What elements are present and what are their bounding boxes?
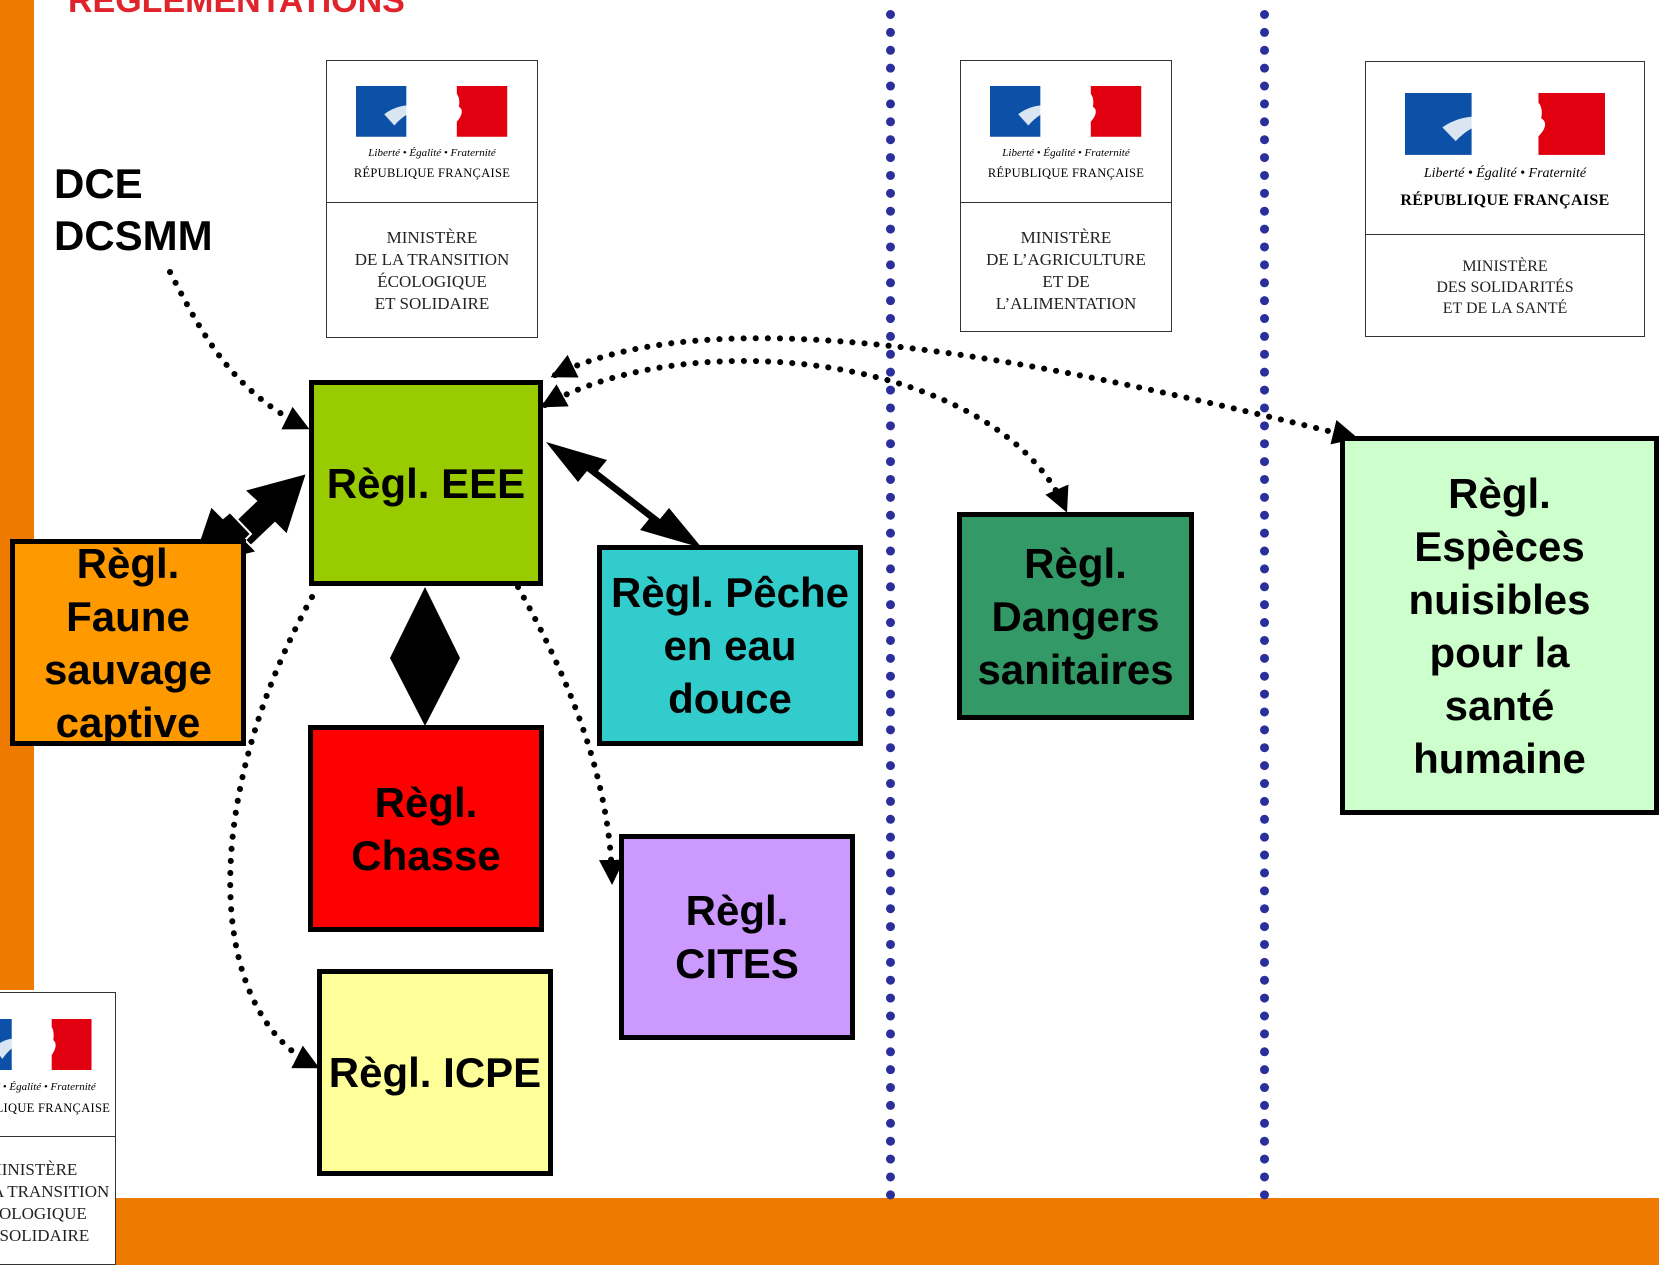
box-regl-icpe: Règl. ICPE <box>317 969 553 1176</box>
label-regl-cites: Règl. CITES <box>675 887 799 987</box>
logo-ministry-ecology-bottom: Liberté • Égalité • Fraternité RÉPUBLIQU… <box>0 992 116 1265</box>
republic-label: RÉPUBLIQUE FRANÇAISE <box>353 166 511 180</box>
label-regl-peche: Règl. Pêche en eau douce <box>610 569 850 722</box>
label-regl-dangers: Règl. Dangers sanitaires <box>977 539 1174 693</box>
arrow-eee-peche <box>546 442 702 548</box>
motto: Liberté • Égalité • Fraternité <box>0 1081 96 1093</box>
logo-ministry-health: Liberté • Égalité • Fraternité RÉPUBLIQU… <box>1365 61 1645 337</box>
republic-label: RÉPUBLIQUE FRANÇAISE <box>987 166 1145 180</box>
label-regl-icpe: Règl. ICPE <box>328 1049 542 1096</box>
directive-dce: DCE <box>54 160 143 207</box>
flag-icon <box>990 86 1142 138</box>
box-regl-chasse: Règl. Chasse <box>308 725 544 932</box>
label-regl-eee: Règl. EEE <box>326 459 526 507</box>
box-regl-peche: Règl. Pêche en eau douce <box>597 545 863 746</box>
motto: Liberté • Égalité • Fraternité <box>1423 166 1587 181</box>
link-eee-icpe <box>227 594 320 1069</box>
box-regl-cites: Règl. CITES <box>619 834 855 1040</box>
flag-icon <box>1404 92 1606 155</box>
logo-ministry-ecology: Liberté • Égalité • Fraternité RÉPUBLIQU… <box>326 60 538 338</box>
link-dcsmm-eee <box>167 269 310 430</box>
republic-label: RÉPUBLIQUE FRANÇAISE <box>1400 192 1610 209</box>
ministry-name: MINISTÈRE DE L’AGRICULTURE ET DE L’ALIME… <box>986 228 1146 313</box>
separator-agriculture <box>886 10 895 1200</box>
arrow-eee-chasse <box>390 587 460 726</box>
box-regl-faune-sauvage-captive: Règl. Faune sauvage captive <box>10 539 246 746</box>
separator-health <box>1260 10 1269 1200</box>
link-eee-nuisibles <box>550 335 1358 445</box>
box-regl-dangers-sanitaires: Règl. Dangers sanitaires <box>957 512 1194 720</box>
box-regl-eee: Règl. EEE <box>309 380 543 586</box>
left-orange-band <box>0 0 34 990</box>
flag-icon <box>356 86 508 138</box>
republic-label: RÉPUBLIQUE FRANÇAISE <box>0 1101 111 1115</box>
ministry-name: MINISTÈRE DE LA TRANSITION ÉCOLOGIQUE ET… <box>0 1160 110 1245</box>
label-regl-faune: Règl. Faune sauvage captive <box>43 539 213 746</box>
link-eee-dangers <box>540 357 1069 513</box>
box-regl-especes-nuisibles: Règl. Espèces nuisibles pour la santé hu… <box>1340 436 1659 815</box>
ministry-name: MINISTÈRE DE LA TRANSITION ÉCOLOGIQUE ET… <box>354 228 510 313</box>
ministry-name: MINISTÈRE DES SOLIDARITÉS ET DE LA SANTÉ <box>1436 258 1574 317</box>
link-eee-cites <box>515 584 625 886</box>
slide-title: RÉGLEMENTATIONS <box>68 0 405 20</box>
motto: Liberté • Égalité • Fraternité <box>368 147 496 159</box>
motto: Liberté • Égalité • Fraternité <box>1002 147 1130 159</box>
label-regl-nuisibles: Règl. Espèces nuisibles pour la santé hu… <box>1408 469 1591 782</box>
label-regl-chasse: Règl. Chasse <box>351 778 501 879</box>
bottom-orange-band <box>0 1198 1659 1265</box>
flag-icon <box>0 1018 92 1071</box>
directive-dcsmm: DCSMM <box>54 212 213 259</box>
logo-ministry-agriculture: Liberté • Égalité • Fraternité RÉPUBLIQU… <box>960 60 1172 332</box>
